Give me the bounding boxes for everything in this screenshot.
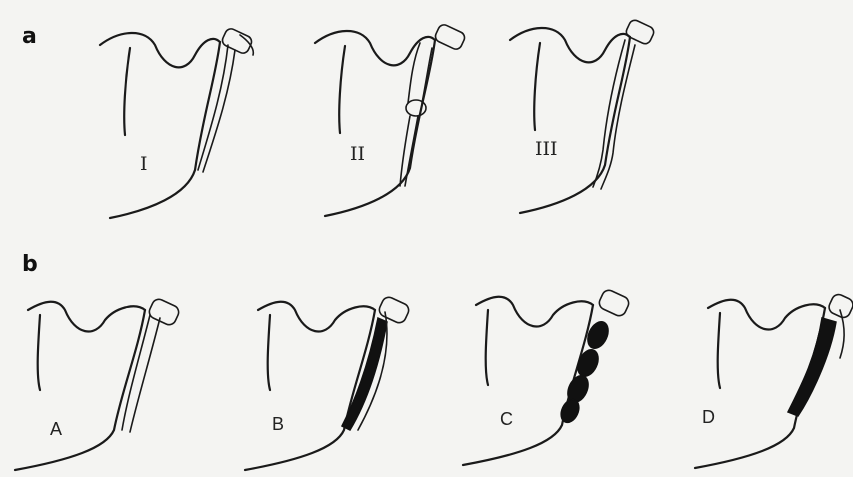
figure-a-I: I [100,27,253,218]
figure-b-B: B [245,295,411,470]
figure-a-III-label: III [535,138,558,160]
figure-b-D-label: D [702,407,715,427]
figure-b-B-label: B [272,414,284,434]
figure-a-III: III [510,18,656,213]
figure-a-II-label: II [350,143,365,165]
figure-a-II: II [315,23,466,216]
figure-b-C: C [463,288,631,465]
figure-b-A-label: A [50,419,62,439]
figure-b-A: A [15,297,181,470]
figure-b-C-label: C [500,409,513,429]
figure-b-D: D [695,292,853,468]
figure-a-I-label: I [140,153,148,175]
